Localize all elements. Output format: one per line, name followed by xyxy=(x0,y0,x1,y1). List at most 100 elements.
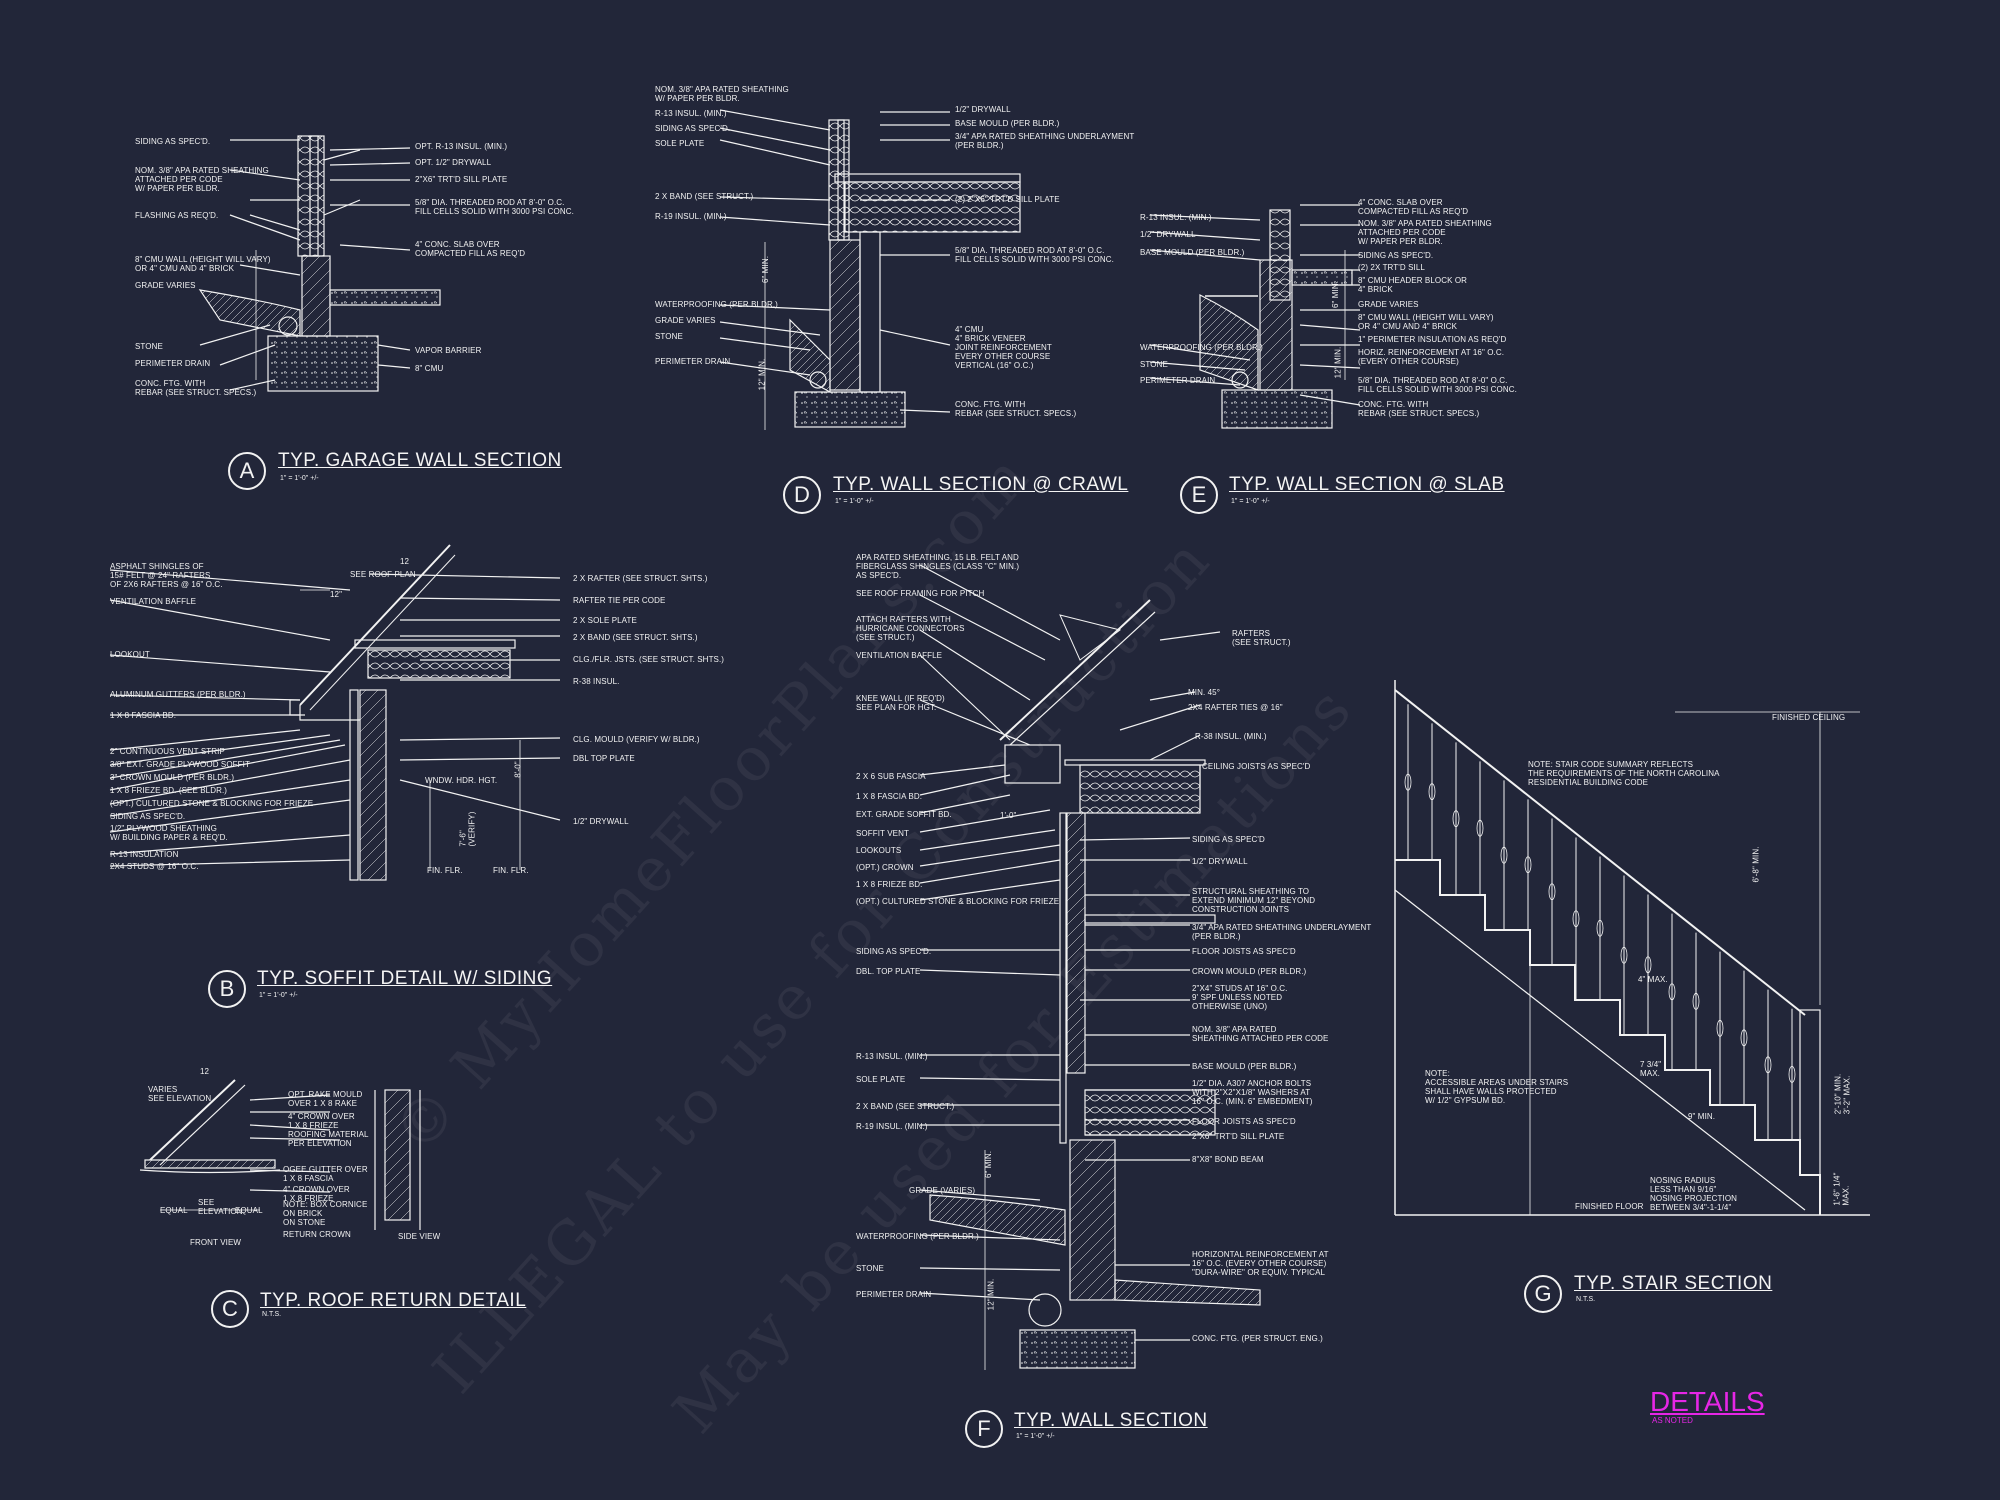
detail-e-right-note: SIDING AS SPEC'D. xyxy=(1358,251,1434,260)
detail-d-left-note: SIDING AS SPEC'D. xyxy=(655,124,731,133)
detail-b-left-note: 3/8" EXT. GRADE PLYWOOD SOFFIT xyxy=(110,760,250,769)
stair-baluster-turning xyxy=(1548,883,1556,901)
detail-d-right-note: 3/4" APA RATED SHEATHING UNDERLAYMENT (P… xyxy=(955,132,1135,150)
detail-g-note: NOTE: STAIR CODE SUMMARY REFLECTS THE RE… xyxy=(1528,760,1720,787)
detail-d-right-note: CONC. FTG. WITH REBAR (SEE STRUCT. SPECS… xyxy=(955,400,1077,418)
detail-f-left-note: 1 x 8 FRIEZE BD. xyxy=(856,880,923,889)
detail-b-left-note: 1 X 8 FRIEZE BD. (SEE BLDR.) xyxy=(110,786,228,795)
detail-e-title: TYP. WALL SECTION @ SLAB xyxy=(1229,474,1505,495)
detail-b-bubble: B xyxy=(208,970,246,1008)
detail-c-note: 12 xyxy=(200,1067,210,1076)
detail-b-dim: FIN. FLR. xyxy=(427,866,463,875)
detail-b-left-note: ASPHALT SHINGLES OF 15# FELT @ 24" RAFTE… xyxy=(110,562,223,589)
detail-c-bubble: C xyxy=(211,1290,249,1328)
detail-a-scale: 1" = 1'-0" +/- xyxy=(280,475,319,482)
stair-baluster-turning xyxy=(1668,983,1676,1001)
detail-f-right-note: 2"x4" STUDS AT 16" O.C. 9' SPF UNLESS NO… xyxy=(1192,984,1288,1011)
detail-b-right-note: 2 X RAFTER (SEE STRUCT. SHTS.) xyxy=(573,574,708,583)
detail-f-right-note: CROWN MOULD (PER BLDR.) xyxy=(1192,967,1307,976)
detail-f-right-note: SIDING AS SPEC'D xyxy=(1192,835,1265,844)
detail-f-left-note: WATERPROOFING (PER BLDR.) xyxy=(856,1232,979,1241)
detail-f-right-note: CONC. FTG. (PER STRUCT. ENG.) xyxy=(1192,1334,1323,1343)
detail-d-dim: 6" MIN. xyxy=(761,255,771,284)
detail-f-right-note: 3/4" APA RATED SHEATHING UNDERLAYMENT (P… xyxy=(1192,923,1372,941)
detail-a-drawing xyxy=(198,135,441,392)
detail-d-left-note: 2 x BAND (SEE STRUCT.) xyxy=(655,192,754,201)
detail-f-left-note: APA RATED SHEATHING, 15 LB. FELT AND FIB… xyxy=(856,553,1020,580)
detail-e-left-note: WATERPROOFING (PER BLDR.) xyxy=(1140,343,1263,352)
detail-g-note: 7 3/4" MAX. xyxy=(1640,1060,1662,1078)
detail-g-note: FINISHED CEILING xyxy=(1772,713,1846,722)
detail-b-dim: 7'-6" (VERIFY) xyxy=(458,811,477,847)
detail-f-dim: 1'-0" xyxy=(1000,811,1017,820)
stair-baluster-turning xyxy=(1572,910,1580,928)
detail-b-left-note: VENTILATION BAFFLE xyxy=(110,597,197,606)
detail-a-right-note: 8" CMU xyxy=(415,364,444,373)
detail-f-right-note: 1/2" DIA. A307 ANCHOR BOLTS WITH 2"x2"x1… xyxy=(1192,1079,1313,1106)
detail-c-note: VARIES SEE ELEVATION xyxy=(148,1085,212,1103)
detail-f-left-note: R-13 INSUL. (MIN.) xyxy=(856,1052,928,1061)
detail-a-left-note: GRADE VARIES xyxy=(135,281,196,290)
detail-d-left-note: R-19 INSUL. (MIN.) xyxy=(655,212,727,221)
detail-e-dim: 12" MIN. xyxy=(1333,346,1343,379)
detail-f-left-note: 2 x 6 SUB FASCIA xyxy=(856,772,926,781)
detail-b-left-note: (OPT.) CULTURED STONE & BLOCKING FOR FRI… xyxy=(110,799,314,808)
detail-a-right-note: 5/8" DIA. THREADED ROD AT 8'-0" O.C. FIL… xyxy=(415,198,574,216)
detail-a-right-note: 2"x6" TRT'D SILL PLATE xyxy=(415,175,508,184)
detail-e-right-note: 4" CONC. SLAB OVER COMPACTED FILL AS REQ… xyxy=(1358,198,1469,216)
detail-e-left-note: STONE xyxy=(1140,360,1168,369)
detail-f-dim: 6" MIN. xyxy=(984,1150,994,1179)
detail-e-right-note: 5/8" DIA. THREADED ROD AT 8'-0" O.C. FIL… xyxy=(1358,376,1517,394)
detail-g-note: 4" MAX. xyxy=(1638,975,1668,984)
detail-f-right-note: HORIZONTAL REINFORCEMENT AT 16" O.C. (EV… xyxy=(1192,1250,1329,1277)
detail-a-left-note: CONC. FTG. WITH REBAR (SEE STRUCT. SPECS… xyxy=(135,379,257,397)
detail-d-right-note: 5/8" DIA. THREADED ROD AT 8'-0" O.C. FIL… xyxy=(955,246,1114,264)
detail-f-right-note: 8"x8" BOND BEAM xyxy=(1192,1155,1264,1164)
detail-a-right-note: OPT. R-13 INSUL. (MIN.) xyxy=(415,142,508,151)
detail-d-right-note: 4" CMU 4" BRICK VENEER JOINT REINFORCEME… xyxy=(955,325,1052,370)
detail-f-right-note: BASE MOULD (PER BLDR.) xyxy=(1192,1062,1297,1071)
detail-d-scale: 1" = 1'-0" +/- xyxy=(835,498,874,505)
detail-a-bubble: A xyxy=(228,452,266,490)
stair-baluster-turning xyxy=(1716,1019,1724,1037)
detail-f-right-note: NOM. 3/8" APA RATED SHEATHING ATTACHED P… xyxy=(1192,1025,1329,1043)
stair-baluster-turning xyxy=(1788,1065,1796,1083)
detail-g-note: 9" MIN. xyxy=(1688,1112,1716,1121)
detail-b-right-note: SEE ROOF PLAN xyxy=(350,570,416,579)
detail-b-left-note: ALUMINUM GUTTERS (PER BLDR.) xyxy=(110,690,246,699)
detail-b-left-note: 2" CONTINUOUS VENT STRIP xyxy=(110,747,225,756)
detail-f-right-note: FLOOR JOISTS AS SPEC'D xyxy=(1192,947,1296,956)
stair-baluster-turning xyxy=(1524,856,1532,874)
detail-b-right-note: 2 X SOLE PLATE xyxy=(573,616,637,625)
detail-b-right-note: RAFTER TIE PER CODE xyxy=(573,596,666,605)
detail-g-note: 6'-8" MIN. xyxy=(1751,846,1761,883)
detail-b-drawing xyxy=(109,544,561,881)
detail-d-left-note: PERIMETER DRAIN xyxy=(655,357,731,366)
detail-c-drawing xyxy=(139,1079,421,1230)
detail-d-dim: 12" MIN. xyxy=(757,358,767,391)
detail-f-right-note: 2"x6" TRT'D SILL PLATE xyxy=(1192,1132,1285,1141)
detail-f-bubble: F xyxy=(965,1410,1003,1448)
detail-a-left-note: FLASHING AS REQ'D. xyxy=(135,211,219,220)
detail-d-left-note: SOLE PLATE xyxy=(655,139,705,148)
detail-e-right-note: CONC. FTG. WITH REBAR (SEE STRUCT. SPECS… xyxy=(1358,400,1480,418)
detail-c-note: 4" CROWN OVER 1 X 8 FRIEZE xyxy=(283,1185,350,1203)
detail-a-left-note: 8" CMU WALL (HEIGHT WILL VARY) OR 4" CMU… xyxy=(135,255,271,273)
detail-e-right-note: (2) 2X TRT'D SILL xyxy=(1358,263,1425,272)
detail-b-scale: 1" = 1'-0" +/- xyxy=(259,992,298,999)
detail-b-dim: 12 xyxy=(400,557,410,566)
detail-f-title: TYP. WALL SECTION xyxy=(1014,1410,1208,1431)
detail-b-right-note: R-38 INSUL. xyxy=(573,677,620,686)
detail-f-right-note: 1/2" DRYWALL xyxy=(1192,857,1248,866)
detail-b-right-note: DBL TOP PLATE xyxy=(573,754,635,763)
detail-g-note: NOSING RADIUS LESS THAN 9/16" NOSING PRO… xyxy=(1650,1176,1738,1212)
detail-e-left-note: R-13 INSUL. (MIN.) xyxy=(1140,213,1212,222)
detail-c-note: OPT. RAKE MOULD OVER 1 X 8 RAKE xyxy=(288,1090,363,1108)
detail-b-dim: FIN. FLR. xyxy=(493,866,529,875)
stair-baluster-turning xyxy=(1596,919,1604,937)
detail-e-bubble: E xyxy=(1180,476,1218,514)
detail-f-left-note: SOFFIT VENT xyxy=(856,829,909,838)
detail-g-note: 2'-10" MIN. 3'-2" MAX. xyxy=(1833,1073,1852,1115)
stair-baluster-turning xyxy=(1428,783,1436,801)
stair-baluster-turning xyxy=(1692,992,1700,1010)
